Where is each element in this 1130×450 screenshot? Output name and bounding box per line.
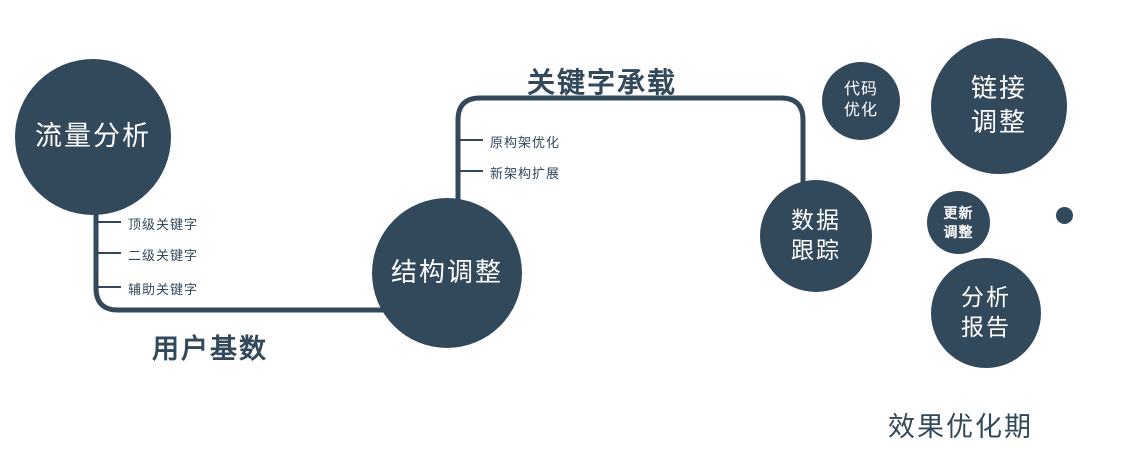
branch-label-new-architecture: 新架构扩展	[490, 166, 561, 181]
node-structure-adjustment: 结构调整	[372, 198, 522, 348]
traffic-branch-ticks	[96, 221, 121, 288]
node-code-optimization-line1: 代码	[843, 81, 878, 99]
node-link-adjustment-line1: 链接	[970, 73, 1027, 104]
node-data-tracking-line2: 跟踪	[791, 237, 841, 263]
node-structure-adjustment-label: 结构调整	[390, 257, 503, 288]
node-link-adjustment-line2: 调整	[970, 107, 1027, 137]
node-data-tracking-line1: 数据	[791, 207, 841, 234]
edge-label-keyword-carrying: 关键字承载	[527, 67, 678, 98]
node-analysis-report-line1: 分析	[961, 284, 1011, 311]
node-code-optimization-line2: 优化	[843, 102, 878, 119]
structure-branch-ticks	[458, 139, 483, 172]
node-traffic-analysis: 流量分析	[15, 59, 171, 215]
phase-caption: 效果优化期	[888, 412, 1033, 442]
edge-label-user-base: 用户基数	[152, 334, 268, 364]
small-dot-node	[1056, 207, 1073, 224]
node-update-adjustment: 更新 调整	[927, 191, 990, 254]
branch-label-original-architecture: 原构架优化	[490, 135, 561, 150]
node-analysis-report: 分析 报告	[931, 258, 1041, 368]
branch-label-second-keywords: 二级关键字	[128, 248, 199, 263]
node-analysis-report-line2: 报告	[961, 314, 1011, 340]
edge-structure-to-data	[455, 95, 806, 205]
node-code-optimization: 代码 优化	[822, 62, 900, 140]
node-update-adjustment-line2: 调整	[943, 223, 974, 240]
node-traffic-analysis-label: 流量分析	[35, 121, 151, 152]
node-link-adjustment: 链接 调整	[931, 38, 1067, 174]
branch-label-aux-keywords: 辅助关键字	[128, 282, 199, 297]
node-data-tracking: 数据 跟踪	[760, 180, 872, 292]
edge-traffic-to-structure	[93, 200, 430, 313]
branch-label-top-keywords: 顶级关键字	[128, 217, 199, 232]
node-update-adjustment-line1: 更新	[943, 205, 974, 222]
